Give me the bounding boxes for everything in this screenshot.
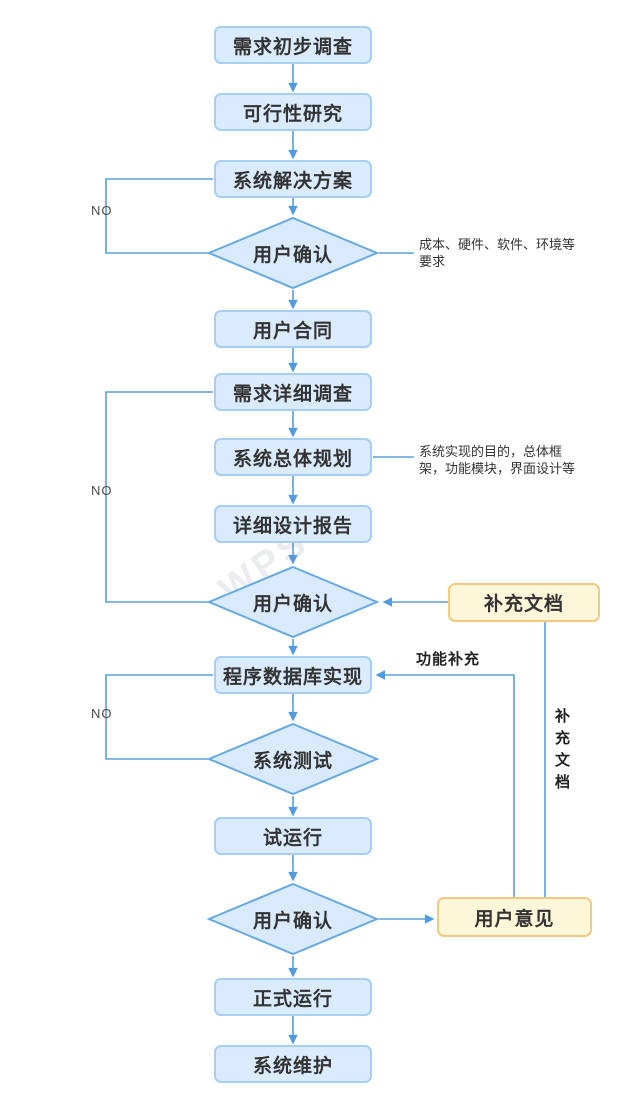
node-user-feedback: 用户意见	[437, 897, 592, 937]
node-label: 正式运行	[252, 988, 333, 1010]
node-label: 试运行	[262, 827, 323, 849]
node-label: 需求初步调查	[232, 36, 353, 58]
node-system-testing: 系统测试	[207, 722, 379, 796]
no-label-confirm2: NO	[91, 483, 113, 498]
node-label: 程序数据库实现	[222, 666, 363, 688]
node-user-contract: 用户合同	[214, 310, 372, 348]
annotation-planning: 系统实现的目的，总体框 架，功能模块，界面设计等	[419, 443, 594, 477]
line-feedback-to-implementation	[375, 670, 515, 897]
node-label: 用户确认	[252, 593, 333, 615]
node-label: 系统测试	[252, 750, 333, 772]
node-user-confirm-1: 用户确认	[207, 216, 379, 290]
node-initial-survey: 需求初步调查	[214, 26, 372, 64]
node-user-confirm-3: 用户确认	[207, 882, 379, 956]
annotation-line: 架，功能模块，界面设计等	[419, 461, 576, 476]
node-feasibility-study: 可行性研究	[214, 93, 372, 131]
node-label: 详细设计报告	[232, 515, 353, 537]
diamond-shape	[207, 565, 379, 639]
node-label: 系统解决方案	[232, 170, 353, 192]
node-user-confirm-2: 用户确认	[207, 565, 379, 639]
node-label: 用户意见	[474, 908, 555, 930]
node-overall-planning: 系统总体规划	[214, 438, 372, 476]
no-label-testing: NO	[91, 706, 113, 721]
node-label: 用户合同	[252, 320, 333, 342]
annotation-line: 成本、硬件、软件、环境等	[419, 237, 576, 252]
node-label: 用户确认	[252, 910, 333, 932]
annotation-line: 要求	[419, 254, 446, 269]
node-detailed-survey: 需求详细调查	[214, 373, 372, 411]
no-loop-confirm2-to-detailed-survey	[105, 391, 213, 603]
node-label: 需求详细调查	[232, 383, 353, 405]
no-loop-confirm1-to-solution	[105, 178, 213, 254]
node-design-report: 详细设计报告	[214, 505, 372, 543]
node-supplementary-document: 补充文档	[448, 583, 600, 622]
annotation-confirm1: 成本、硬件、软件、环境等 要求	[419, 236, 594, 270]
node-label: 可行性研究	[242, 103, 343, 125]
node-label: 补充文档	[483, 594, 564, 615]
diamond-shape	[207, 722, 379, 796]
annotation-line: 系统实现的目的，总体框	[419, 444, 563, 459]
no-label-confirm1: NO	[91, 203, 113, 218]
edge-label-function-supplement: 功能补充	[416, 651, 481, 668]
node-trial-run: 试运行	[214, 817, 372, 855]
no-loop-testing-to-implementation	[105, 674, 213, 760]
node-system-maintenance: 系统维护	[214, 1045, 372, 1083]
edge-label-supplement-doc: 补充文档	[553, 708, 570, 796]
diamond-shape	[207, 216, 379, 290]
node-label: 系统维护	[252, 1055, 333, 1077]
node-label: 系统总体规划	[232, 448, 353, 470]
node-system-solution: 系统解决方案	[214, 160, 372, 198]
node-label: 用户确认	[252, 244, 333, 266]
node-official-run: 正式运行	[214, 978, 372, 1016]
diamond-shape	[207, 882, 379, 956]
node-program-db-implementation: 程序数据库实现	[214, 656, 372, 694]
